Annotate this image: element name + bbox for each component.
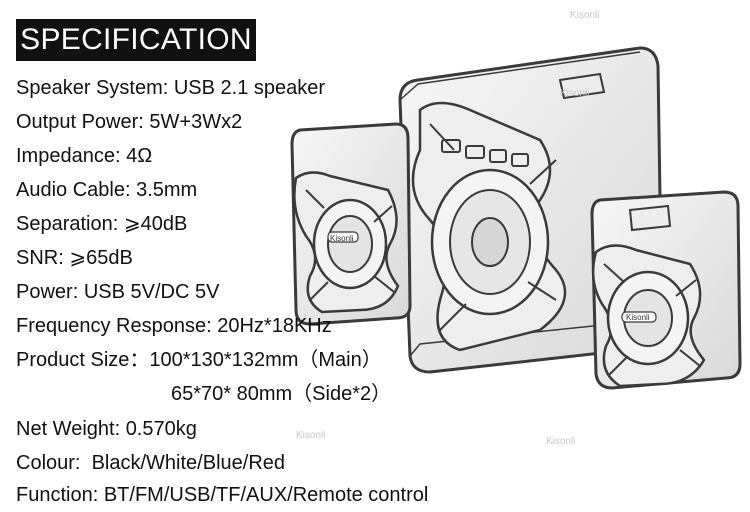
spec-value: 100*130*132mm（Main） — [149, 349, 382, 371]
left-satellite-speaker — [290, 122, 412, 326]
spec-colour: Colour: Black/White/Blue/Red — [16, 450, 285, 476]
spec-label: Audio Cable: — [16, 179, 137, 201]
spec-value: 4Ω — [126, 145, 153, 167]
spec-value: 5W+3Wx2 — [149, 111, 243, 133]
spec-label: Frequency Response: — [16, 315, 218, 337]
page-title: SPECIFICATION — [20, 23, 252, 56]
brand-badge-left: Kisonli — [330, 234, 354, 243]
spec-value: 3.5mm — [136, 179, 198, 201]
watermark: Kisonli — [570, 10, 600, 21]
spec-label: Output Power: — [16, 111, 150, 133]
spec-output-power: Output Power: 5W+3Wx2 — [16, 109, 242, 135]
spec-value: 0.570kg — [125, 418, 197, 440]
spec-power: Power: USB 5V/DC 5V — [16, 279, 219, 305]
spec-value: ⩾40dB — [123, 213, 188, 235]
brand-badge-right: Kisonli — [626, 313, 650, 322]
spec-speaker-system: Speaker System: USB 2.1 speaker — [16, 75, 325, 101]
watermark: Kisonli — [296, 430, 326, 441]
title-banner: SPECIFICATION — [16, 19, 256, 61]
spec-impedance: Impedance: 4Ω — [16, 143, 152, 169]
spec-snr: SNR: ⩾65dB — [16, 245, 133, 271]
spec-value: 20Hz*18KHz — [217, 315, 332, 337]
right-satellite-speaker — [590, 190, 742, 390]
watermark: Kisonli — [560, 88, 590, 99]
spec-frequency-response: Frequency Response: 20Hz*18KHz — [16, 313, 332, 339]
spec-label: SNR: — [16, 247, 70, 269]
spec-function: Function: BT/FM/USB/TF/AUX/Remote contro… — [16, 482, 428, 508]
spec-label: Function: — [16, 484, 104, 506]
spec-product-size-side: 65*70* 80mm（Side*2） — [171, 383, 392, 405]
spec-value: Black/White/Blue/Red — [91, 452, 286, 474]
spec-separation: Separation: ⩾40dB — [16, 211, 187, 237]
spec-value: USB 5V/DC 5V — [83, 281, 220, 303]
watermark: Kisonli — [546, 436, 576, 447]
spec-label: Net Weight: — [16, 418, 126, 440]
spec-value: ⩾65dB — [69, 247, 133, 269]
spec-value: BT/FM/USB/TF/AUX/Remote control — [103, 484, 429, 506]
spec-label: Impedance: — [16, 145, 127, 167]
main-speaker — [398, 46, 664, 374]
spec-product-size: Product Size：100*130*132mm（Main） — [16, 347, 382, 373]
spec-value: USB 2.1 speaker — [173, 77, 326, 99]
spec-audio-cable: Audio Cable: 3.5mm — [16, 177, 197, 203]
spec-net-weight: Net Weight: 0.570kg — [16, 416, 197, 442]
spec-label: Separation: — [16, 213, 124, 235]
spec-label: Product Size： — [16, 349, 150, 371]
spec-label: Power: — [16, 281, 84, 303]
spec-label: Colour: — [16, 452, 92, 474]
spec-label: Speaker System: — [16, 77, 174, 99]
